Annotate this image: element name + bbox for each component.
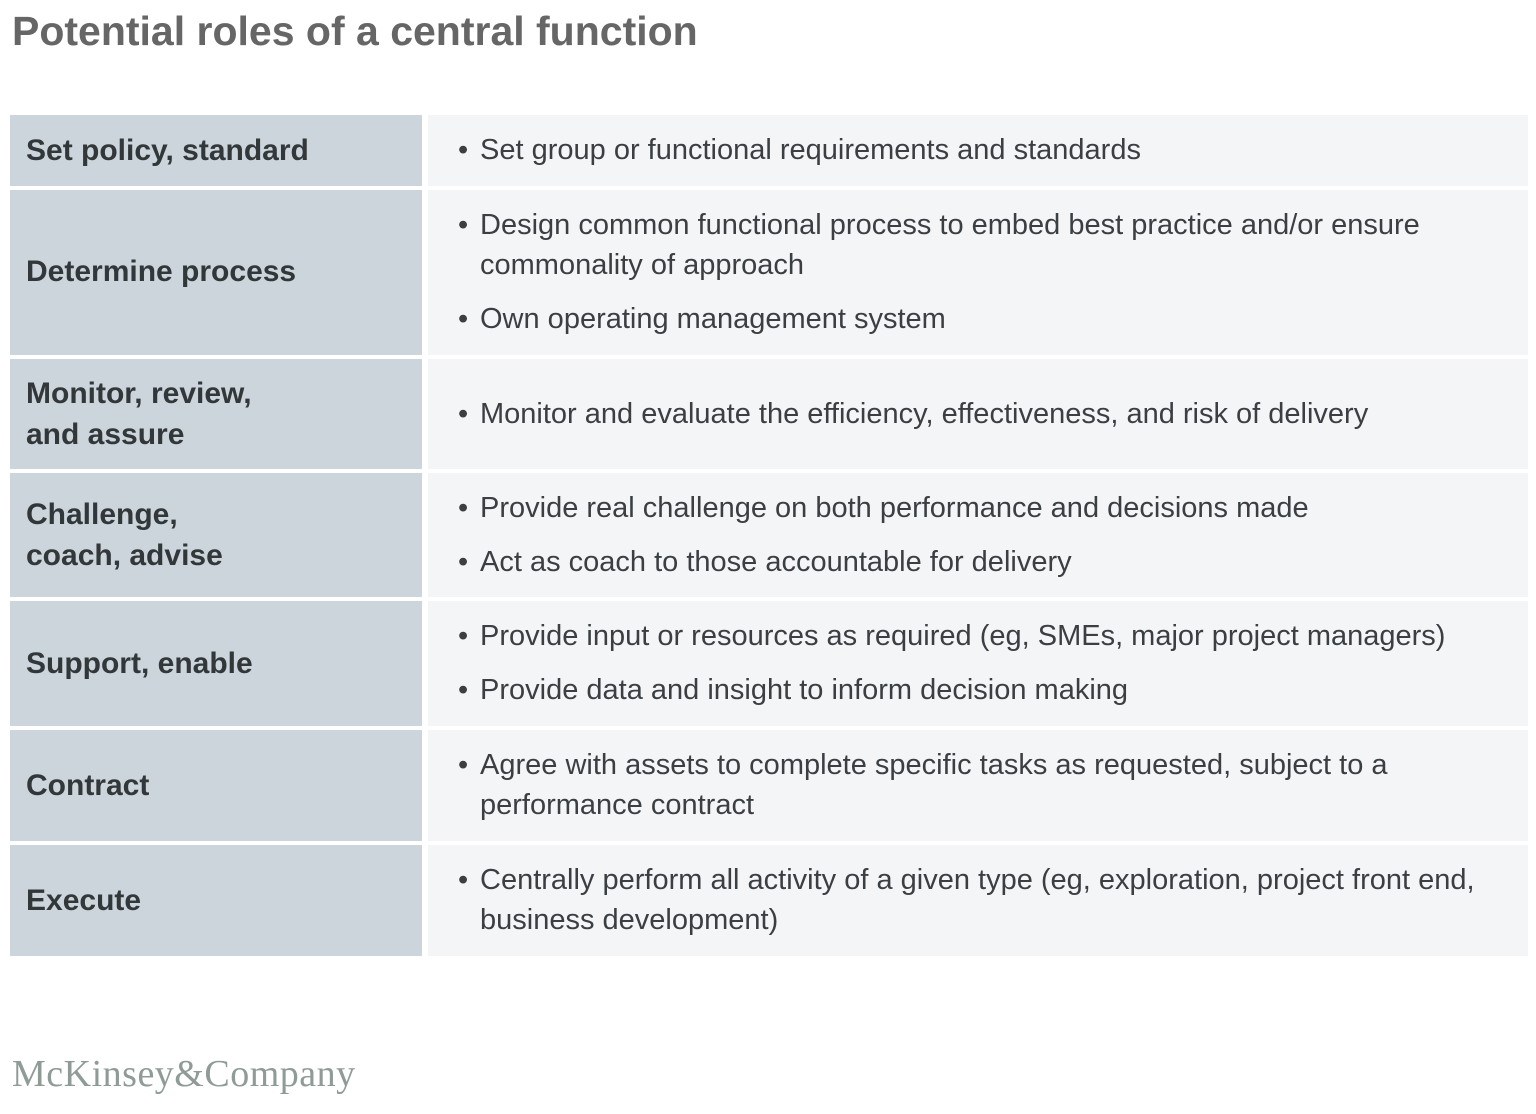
role-label: Support, enable [10, 601, 422, 726]
table-row: Challenge, coach, advise • Provide real c… [10, 473, 1528, 598]
bullet-text: Provide real challenge on both performan… [480, 492, 1309, 525]
bullet-icon: • [458, 134, 469, 167]
bullet-text: Centrally perform all activity of a give… [480, 863, 1475, 937]
bullet-icon: • [458, 620, 469, 653]
role-description: • Design common functional process to emb… [428, 189, 1528, 355]
role-label: Monitor, review, and assure [10, 358, 422, 470]
roles-table: Set policy, standard • Set group or funct… [10, 115, 1528, 957]
table-row: Support, enable • Provide input or resour… [10, 601, 1528, 726]
bullet-item: • Design common functional process to emb… [458, 205, 1508, 286]
table-row: Set policy, standard • Set group or funct… [10, 115, 1528, 186]
bullet-icon: • [458, 863, 469, 896]
bullet-item: • Provide real challenge on both performa… [458, 488, 1508, 529]
bullet-text: Set group or functional requirements and… [480, 134, 1141, 167]
bullet-icon: • [458, 748, 469, 781]
role-label: Execute [10, 844, 422, 957]
bullet-text: Provide input or resources as required (… [480, 620, 1446, 653]
role-label: Contract [10, 729, 422, 841]
bullet-item: • Agree with assets to complete specific … [458, 745, 1508, 826]
bullet-text: Design common functional process to embe… [480, 208, 1420, 282]
bullet-item: • Provide data and insight to inform deci… [458, 670, 1508, 711]
table-row: Contract • Agree with assets to complete … [10, 729, 1528, 841]
role-label: Challenge, coach, advise [10, 473, 422, 598]
table-row: Monitor, review, and assure • Monitor and… [10, 358, 1528, 470]
role-description: • Centrally perform all activity of a giv… [428, 844, 1528, 957]
bullet-icon: • [458, 208, 469, 241]
page-title: Potential roles of a central function [12, 8, 698, 54]
role-label: Determine process [10, 189, 422, 355]
bullet-icon: • [458, 302, 469, 335]
bullet-icon: • [458, 492, 469, 525]
table-row: Execute • Centrally perform all activity … [10, 844, 1528, 957]
role-description: • Monitor and evaluate the efficiency, ef… [428, 358, 1528, 470]
bullet-text: Monitor and evaluate the efficiency, eff… [480, 397, 1369, 430]
bullet-item: • Centrally perform all activity of a giv… [458, 860, 1508, 941]
bullet-item: • Act as coach to those accountable for d… [458, 542, 1508, 583]
role-label: Set policy, standard [10, 115, 422, 186]
bullet-text: Own operating management system [480, 302, 946, 335]
bullet-item: • Provide input or resources as required … [458, 616, 1508, 657]
bullet-text: Act as coach to those accountable for de… [480, 545, 1072, 578]
bullet-item: • Monitor and evaluate the efficiency, ef… [458, 394, 1508, 435]
bullet-icon: • [458, 545, 469, 578]
role-description: • Agree with assets to complete specific … [428, 729, 1528, 841]
bullet-item: • Set group or functional requirements an… [458, 130, 1508, 171]
role-description: • Provide real challenge on both performa… [428, 473, 1528, 598]
bullet-text: Agree with assets to complete specific t… [480, 748, 1388, 822]
mckinsey-logo: McKinsey&Company [12, 1053, 356, 1095]
bullet-icon: • [458, 674, 469, 707]
table-row: Determine process • Design common functio… [10, 189, 1528, 355]
bullet-text: Provide data and insight to inform decis… [480, 674, 1129, 707]
role-description: • Set group or functional requirements an… [428, 115, 1528, 186]
role-description: • Provide input or resources as required … [428, 601, 1528, 726]
bullet-icon: • [458, 397, 469, 430]
bullet-item: • Own operating management system [458, 299, 1508, 340]
